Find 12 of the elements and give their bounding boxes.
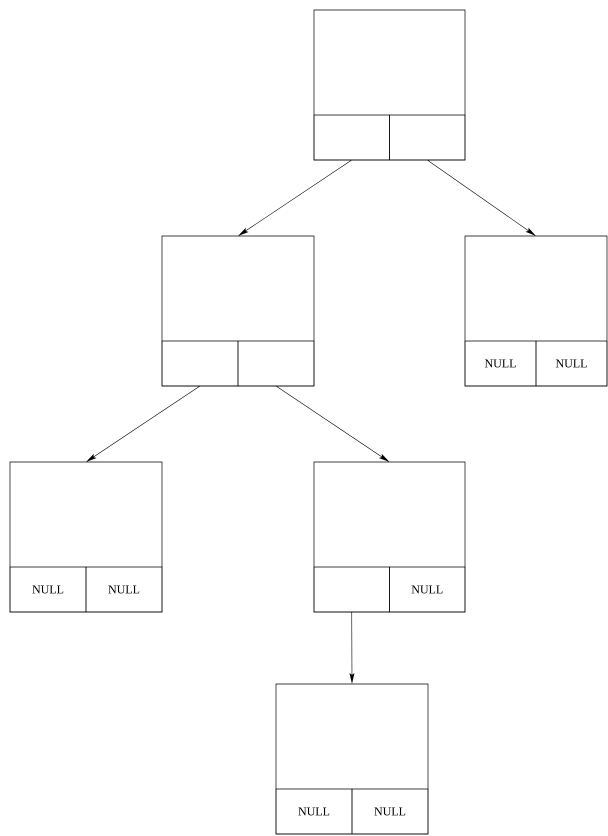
pointer-cell bbox=[238, 340, 314, 386]
pointer-cell: NULL bbox=[389, 566, 466, 612]
pointer-cell: NULL bbox=[10, 566, 86, 612]
pointer-cell: NULL bbox=[536, 340, 608, 386]
pointer-cell bbox=[389, 114, 466, 160]
pointer-cell: NULL bbox=[86, 566, 162, 612]
pointer-cell: NULL bbox=[352, 788, 428, 834]
pointer-cell bbox=[314, 566, 390, 612]
pointer-cell bbox=[162, 340, 238, 386]
pointer-cell: NULL bbox=[464, 340, 536, 386]
pointer-cell bbox=[314, 114, 390, 160]
pointer-cell: NULL bbox=[276, 788, 352, 834]
